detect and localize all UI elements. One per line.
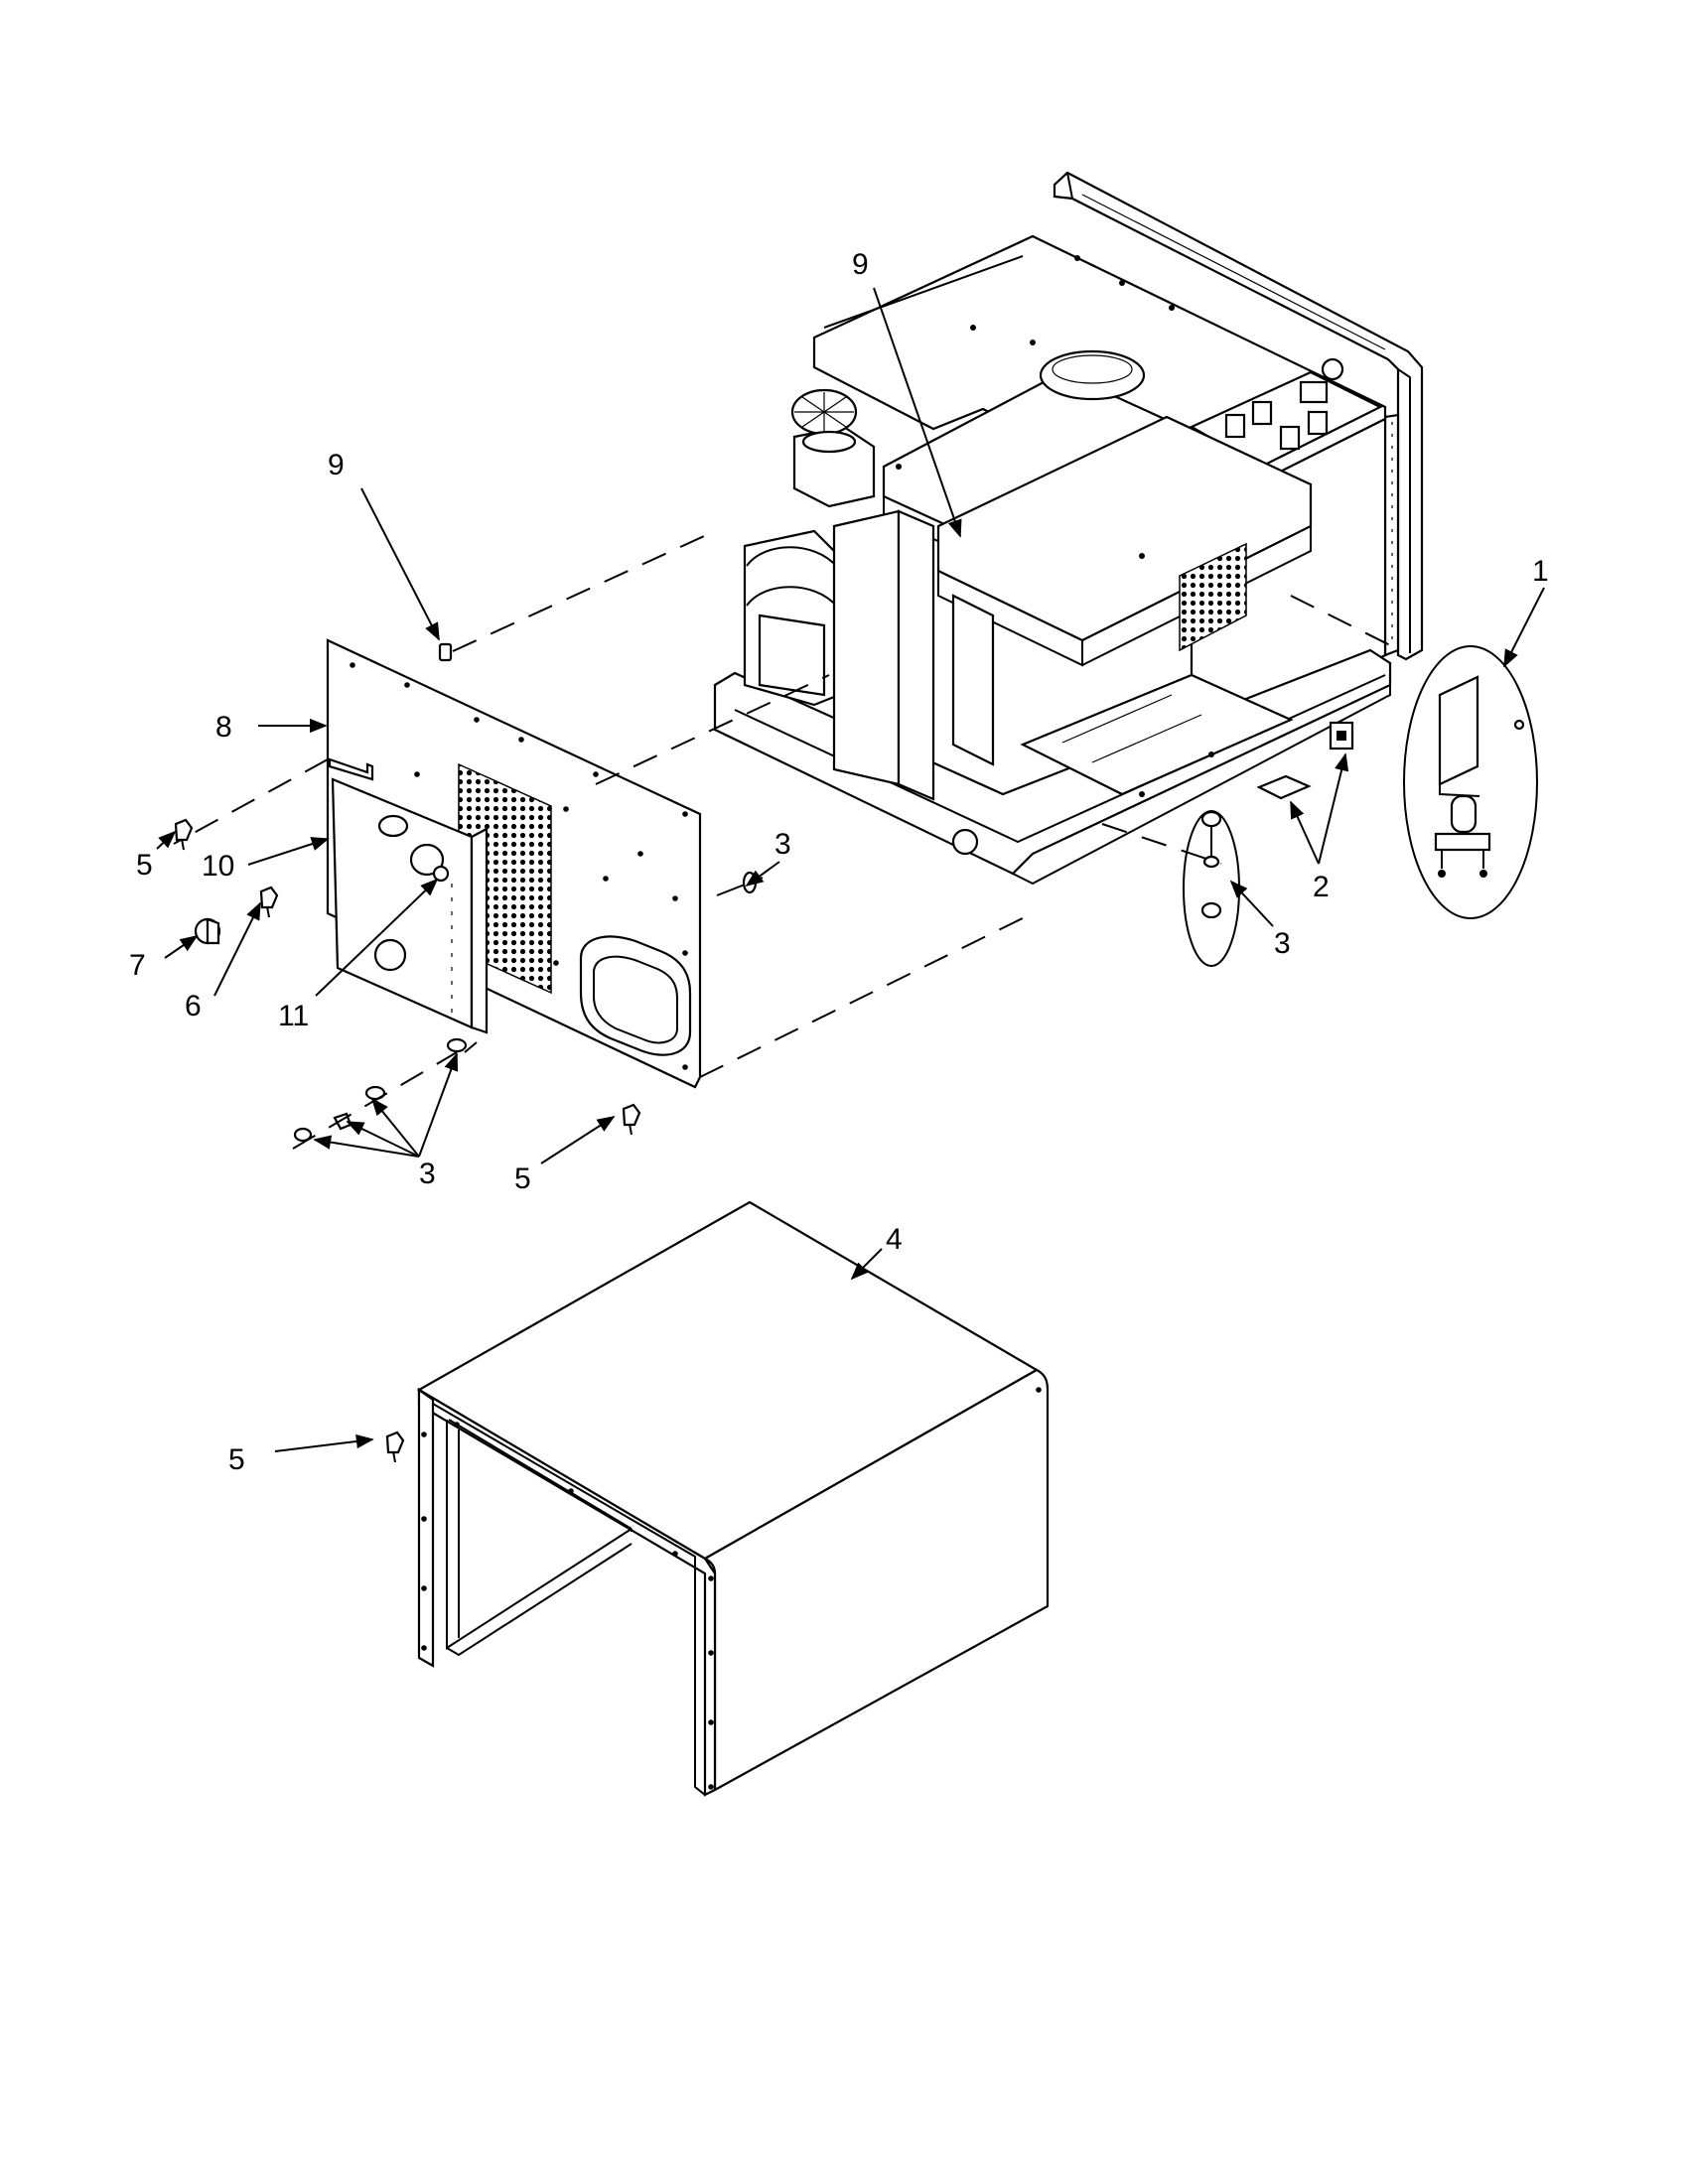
bolt-hardware-detail [1183,810,1240,967]
leader-lines [156,287,1545,1452]
bracket-hole-upper [409,843,445,877]
callout-9: 9 [852,248,869,281]
screw [622,1103,641,1136]
magnetron [1039,349,1146,401]
callout-3: 3 [419,1158,436,1190]
nut [432,865,450,883]
callout-9: 9 [328,449,345,481]
hole-plug [194,917,221,945]
label-chip [438,642,453,662]
bracket-hole-lower [373,938,407,972]
callout-5: 5 [228,1443,245,1476]
callout-6: 6 [185,990,202,1023]
callout-11: 11 [278,1000,309,1032]
callout-4: 4 [886,1223,903,1256]
screw [259,886,279,918]
control-board [1189,357,1383,469]
callout-1: 1 [1532,555,1549,588]
lamp-assembly-detail [1403,645,1538,919]
callout-3: 3 [1274,927,1291,960]
oven-chassis [713,171,1424,886]
outer-cabinet [416,1200,1050,1797]
callout-labels: 1 2 3 3 3 4 5 5 5 6 7 8 9 9 10 11 [129,248,1549,1476]
screw [174,818,194,851]
door-frame [1053,171,1424,661]
callout-8: 8 [215,711,232,744]
callout-10: 10 [202,850,234,883]
callout-7: 7 [129,949,146,982]
callout-5: 5 [514,1162,531,1195]
back-panel-duct [579,935,692,1056]
cover-bracket [328,757,489,1034]
callout-5: 5 [136,849,153,882]
gasket-pad [1256,774,1312,800]
fan-motor [790,388,876,508]
callout-3: 3 [774,828,791,861]
stud [716,871,764,896]
nut-set [293,1037,468,1143]
screw [385,1431,405,1463]
callout-2: 2 [1313,871,1330,903]
cavity-vent-mesh [1179,542,1247,652]
